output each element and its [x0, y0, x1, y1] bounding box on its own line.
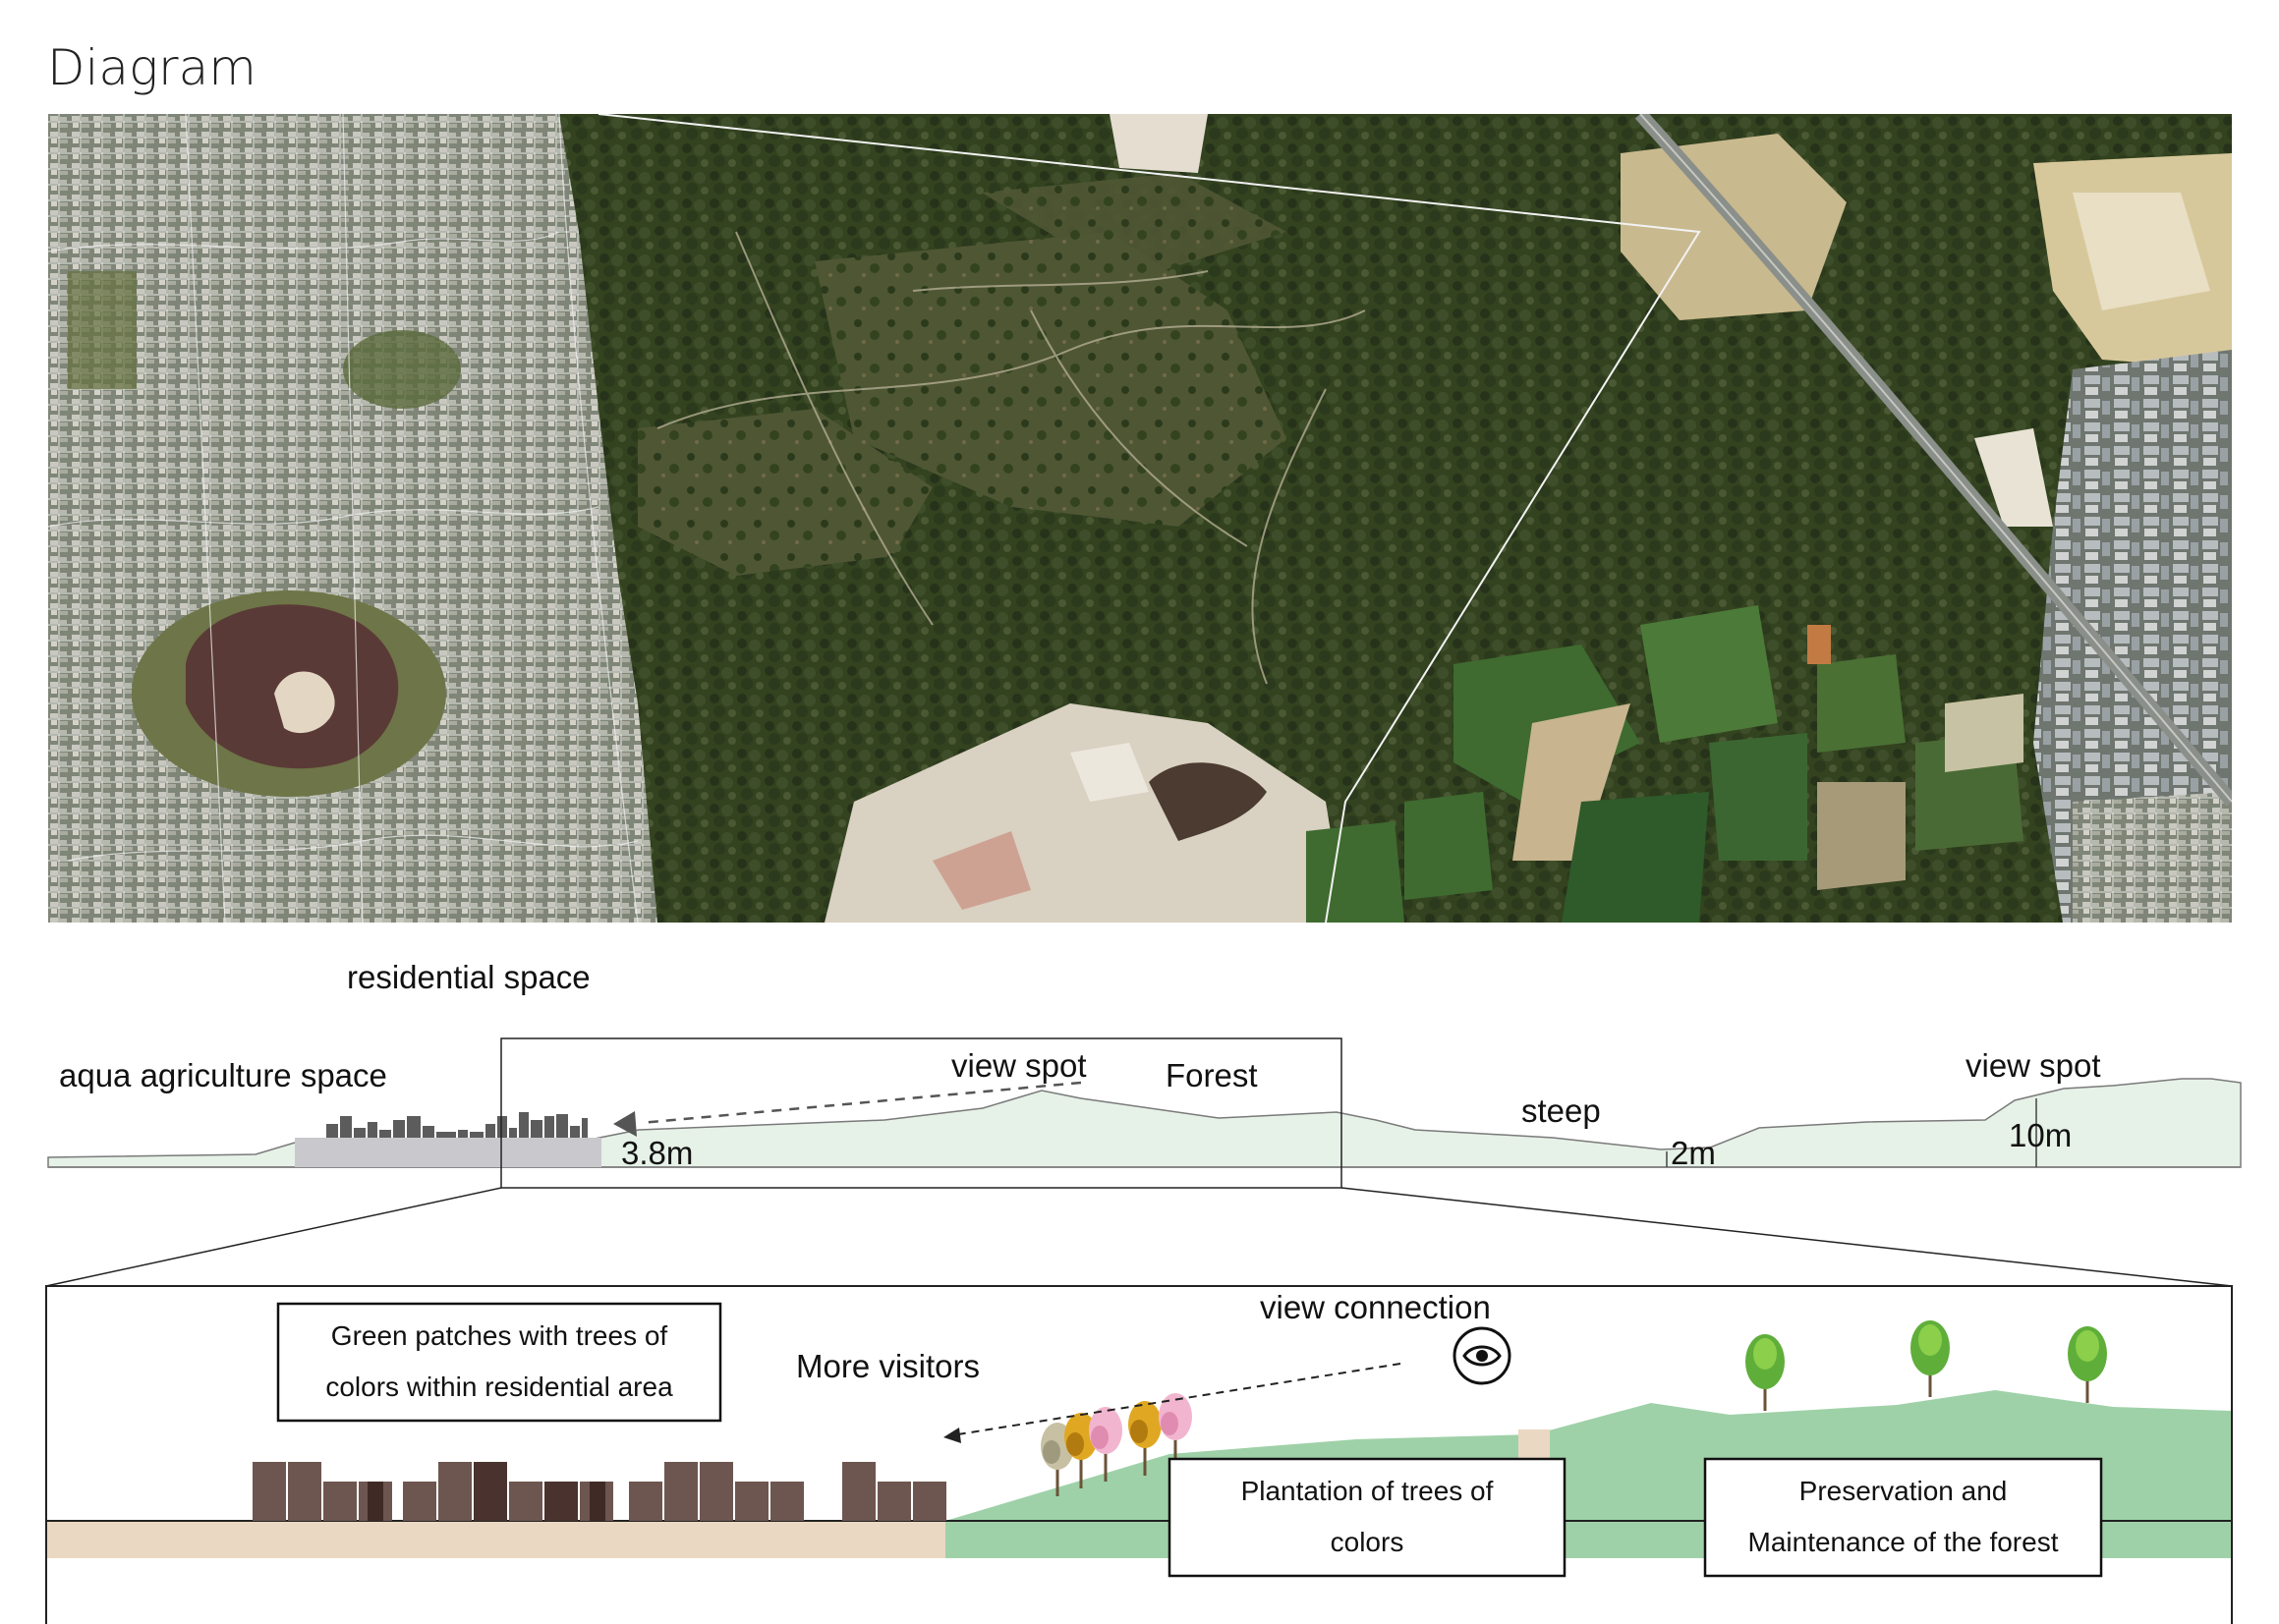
label-residential-space: residential space — [347, 959, 591, 996]
box-preservation-line-1: Preservation and — [1705, 1466, 2101, 1517]
box-preservation-line-2: Maintenance of the forest — [1705, 1517, 2101, 1568]
box-green-patches-text: Green patches with trees of colors withi… — [278, 1311, 720, 1413]
sand-ground — [47, 1521, 945, 1558]
skyline-silhouette — [326, 1112, 588, 1138]
label-height-3-8m: 3.8m — [621, 1135, 693, 1172]
label-view-spot-1: view spot — [951, 1047, 1087, 1085]
box-plantation-line-1: Plantation of trees of — [1169, 1466, 1565, 1517]
label-forest: Forest — [1166, 1057, 1258, 1094]
label-height-2m: 2m — [1671, 1135, 1716, 1172]
box-green-patches-line-2: colors within residential area — [278, 1362, 720, 1413]
label-height-10m: 10m — [2009, 1117, 2072, 1154]
box-plantation-line-2: colors — [1169, 1517, 1565, 1568]
label-view-spot-2: view spot — [1966, 1047, 2101, 1085]
residential-band — [295, 1138, 601, 1167]
eye-icon — [1454, 1328, 1510, 1383]
box-green-patches-line-1: Green patches with trees of — [278, 1311, 720, 1362]
label-view-connection: view connection — [1260, 1289, 1491, 1326]
box-plantation-text: Plantation of trees of colors — [1169, 1466, 1565, 1568]
label-aqua-agriculture: aqua agriculture space — [59, 1057, 387, 1094]
label-more-visitors: More visitors — [796, 1348, 980, 1385]
label-steep: steep — [1521, 1092, 1601, 1130]
box-preservation-text: Preservation and Maintenance of the fore… — [1705, 1466, 2101, 1568]
